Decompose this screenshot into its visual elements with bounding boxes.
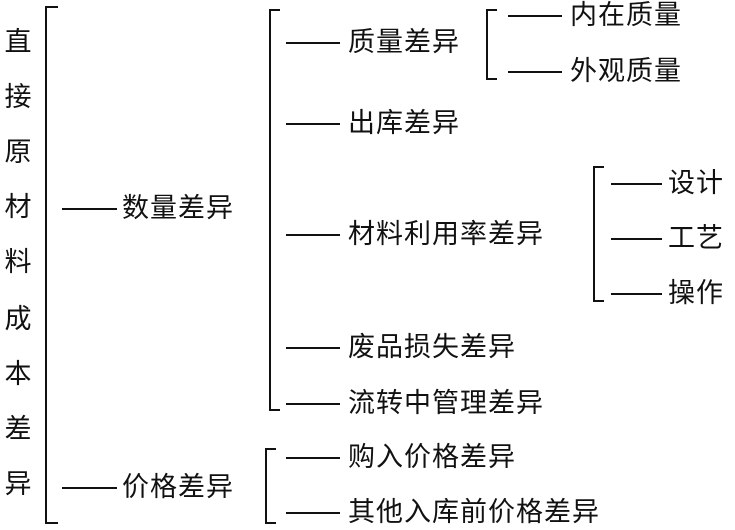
- quantity-bracket: [269, 9, 280, 411]
- root-char: 成: [4, 304, 32, 335]
- operation-node: 操作: [668, 278, 724, 309]
- scrap-loss-variance-node: 废品损失差异: [348, 332, 516, 363]
- price-bracket: [265, 448, 276, 524]
- root-char: 直: [4, 27, 32, 58]
- intrinsic-quality-node: 内在质量: [570, 0, 682, 31]
- outbound-variance-node: 出库差异: [348, 108, 460, 139]
- root-char: 料: [4, 247, 32, 278]
- root-char: 材: [4, 192, 32, 223]
- utilization-bracket: [593, 166, 604, 302]
- root-char: 本: [4, 359, 32, 390]
- purchase-price-variance-node: 购入价格差异: [348, 442, 516, 473]
- other-pre-storage-price-variance-node: 其他入库前价格差异: [348, 497, 600, 528]
- circulation-management-variance-node: 流转中管理差异: [348, 388, 544, 419]
- process-node: 工艺: [668, 223, 724, 254]
- root-char: 异: [4, 469, 32, 500]
- appearance-quality-node: 外观质量: [570, 56, 682, 87]
- root-char: 原: [4, 137, 32, 168]
- design-node: 设计: [668, 168, 724, 199]
- root-bracket: [45, 6, 58, 524]
- price-variance-node: 价格差异: [122, 472, 234, 503]
- root-char: 差: [4, 414, 32, 445]
- utilization-variance-node: 材料利用率差异: [348, 219, 544, 250]
- quality-variance-node: 质量差异: [348, 27, 460, 58]
- root-char: 接: [4, 82, 32, 113]
- quality-bracket: [486, 9, 497, 80]
- quantity-variance-node: 数量差异: [122, 193, 234, 224]
